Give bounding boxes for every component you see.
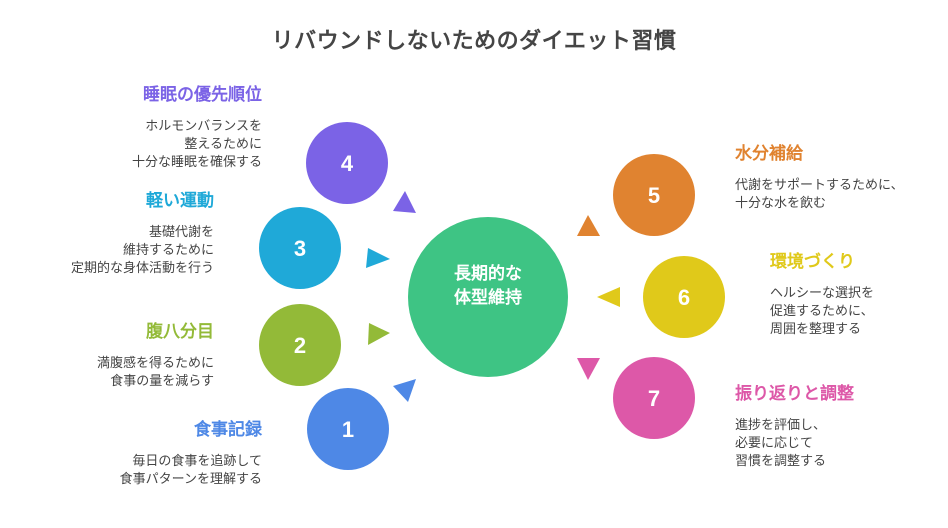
step-number-5: 5 [648,183,660,208]
step-label-2: 腹八分目 満腹感を得るために 食事の量を減らす [97,321,214,391]
step-number-1: 1 [342,417,354,442]
step-desc-6: ヘルシーな選択を 促進するために、 周囲を整理する [770,285,874,339]
step-number-4: 4 [341,151,354,176]
step-circle-4 [306,122,388,204]
step-label-7: 振り返りと調整 進捗を評価し、 必要に応じて 習慣を調整する [735,383,854,471]
step-node-6: 6 [643,256,725,338]
step-title-2: 腹八分目 [146,322,214,342]
step-desc-3-line-2: 維持するために [122,243,214,258]
step-desc-3-line-1: 基礎代謝を [148,225,214,240]
arrow-icon-6 [597,287,620,307]
step-title-5: 水分補給 [735,144,803,164]
step-desc-7-line-2: 必要に応じて [735,436,814,451]
center-label-line-1: 長期的な [454,264,522,284]
step-desc-7: 進捗を評価し、 必要に応じて 習慣を調整する [735,417,854,471]
step-circle-2 [259,304,341,386]
step-desc-3: 基礎代謝を 維持するために 定期的な身体活動を行う [71,224,214,278]
step-circle-7 [613,357,695,439]
step-circle-5 [613,154,695,236]
arrow-icon-3 [366,248,390,268]
step-desc-5: 代謝をサポートするために、 十分な水を飲む [735,177,904,213]
arrow-icon-5 [577,215,600,236]
center-circle [408,217,568,377]
step-desc-1: 毎日の食事を追跡して 食事パターンを理解する [120,453,262,489]
step-title-7: 振り返りと調整 [735,384,854,404]
step-title-1: 食事記録 [194,420,262,440]
step-desc-1-line-2: 食事パターンを理解する [119,472,262,487]
step-desc-4-line-2: 整えるために [184,137,262,152]
step-circle-1 [307,388,389,470]
step-desc-3-line-3: 定期的な身体活動を行う [70,261,214,276]
diagram-title: リバウンドしないためのダイエット習慣 [271,29,677,54]
step-desc-6-line-3: 周囲を整理する [770,322,862,337]
step-node-2: 2 [259,304,341,386]
step-title-3: 軽い運動 [146,191,214,211]
step-title-6: 環境づくり [770,252,855,272]
step-label-1: 食事記録 毎日の食事を追跡して 食事パターンを理解する [120,419,262,489]
step-node-3: 3 [259,207,341,289]
step-circle-3 [259,207,341,289]
step-node-5: 5 [613,154,695,236]
step-node-4: 4 [306,122,388,204]
center-label: 長期的な 体型維持 [408,262,568,310]
arrow-icon-1 [393,379,416,402]
step-desc-5-line-1: 代謝をサポートするために、 [735,178,904,193]
step-desc-7-line-1: 進捗を評価し、 [735,418,827,433]
step-desc-6-line-1: ヘルシーな選択を [770,286,875,301]
step-desc-1-line-1: 毎日の食事を追跡して [132,454,262,469]
step-number-3: 3 [294,236,306,261]
step-node-1: 1 [307,388,389,470]
arrow-icon-2 [368,323,390,345]
step-label-6: 環境づくり ヘルシーな選択を 促進するために、 周囲を整理する [770,251,874,339]
center-label-line-2: 体型維持 [454,288,522,308]
step-desc-4-line-3: 十分な睡眠を確保する [131,155,262,170]
step-number-2: 2 [294,333,306,358]
step-label-3: 軽い運動 基礎代謝を 維持するために 定期的な身体活動を行う [71,190,214,278]
arrow-icon-7 [577,358,600,380]
step-desc-2: 満腹感を得るために 食事の量を減らす [97,355,214,391]
step-circle-6 [643,256,725,338]
step-desc-6-line-2: 促進するために、 [770,304,874,319]
step-desc-2-line-1: 満腹感を得るために [96,356,214,371]
step-desc-4: ホルモンバランスを 整えるために 十分な睡眠を確保する [132,118,262,172]
step-desc-5-line-2: 十分な水を飲む [735,196,827,211]
step-title-4: 睡眠の優先順位 [143,85,262,105]
step-desc-4-line-1: ホルモンバランスを [145,119,262,134]
step-number-7: 7 [648,386,660,411]
step-desc-2-line-2: 食事の量を減らす [110,374,214,389]
step-label-4: 睡眠の優先順位 ホルモンバランスを 整えるために 十分な睡眠を確保する [132,84,262,172]
step-number-6: 6 [678,285,690,310]
step-desc-7-line-3: 習慣を調整する [735,454,827,469]
arrow-icon-4 [393,191,416,213]
step-label-5: 水分補給 代謝をサポートするために、 十分な水を飲む [735,143,904,213]
step-node-7: 7 [613,357,695,439]
